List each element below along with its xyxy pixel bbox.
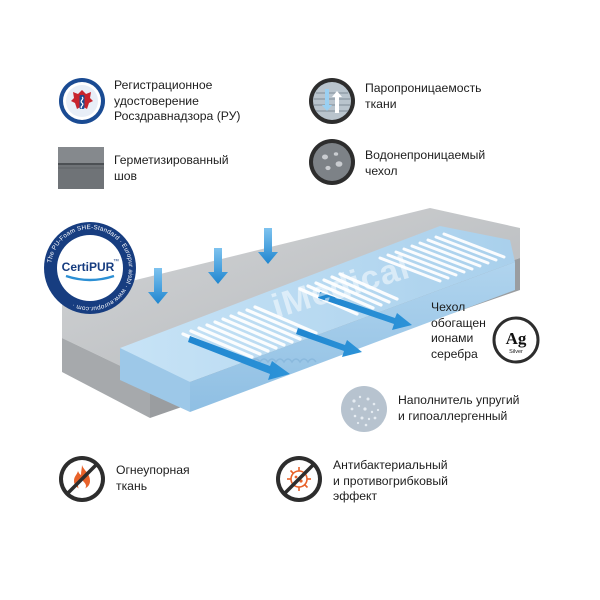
- mattress-cover-front: [62, 338, 150, 418]
- foam-ribs-wave: [243, 358, 317, 364]
- no-bacteria-icon: [275, 455, 323, 503]
- feature-fire: Огнеупорная ткань: [58, 455, 190, 503]
- feature-filler: Наполнитель упругий и гипоаллергенный: [340, 385, 520, 433]
- certipur-logo-text: CertiPUR: [62, 260, 115, 274]
- feature-waterproof: Водонепроницаемый чехол: [308, 138, 485, 186]
- sealed-seam-icon: [57, 144, 105, 189]
- airflow-arrows-down: [148, 228, 278, 304]
- certipur-trademark: ™: [113, 258, 119, 265]
- certipur-badge: The PU-Foam SHE-Standard · Europur aisbl…: [44, 222, 136, 314]
- breathable-fabric-icon: [308, 77, 356, 125]
- foam-texture-icon: [340, 385, 388, 433]
- feature-registration: Регистрационное удостоверение Росздравна…: [58, 77, 240, 125]
- silver-symbol: Ag: [506, 329, 527, 348]
- feature-fire-text: Огнеупорная ткань: [116, 463, 190, 493]
- silver-caption: Silver: [509, 349, 523, 355]
- feature-filler-text: Наполнитель упругий и гипоаллергенный: [398, 393, 520, 423]
- feature-seam-text: Герметизированный шов: [114, 153, 229, 183]
- feature-vapor-text: Паропроницаемость ткани: [365, 81, 482, 111]
- watermark: iMedical: [267, 248, 415, 326]
- feature-silver-text: Чехол обогащен ионами серебра: [431, 300, 486, 361]
- feature-antibacterial: Антибактериальный и противогрибковый эфф…: [275, 455, 448, 505]
- water-drops-icon: [308, 138, 356, 186]
- feature-seam: Герметизированный шов: [57, 144, 229, 189]
- feature-antibacterial-text: Антибактериальный и противогрибковый эфф…: [333, 458, 448, 503]
- feature-vapor: Паропроницаемость ткани: [308, 77, 482, 125]
- feature-silver: Ag Silver Чехол обогащен ионами серебра: [431, 300, 540, 364]
- silver-ag-icon: Ag Silver: [492, 316, 540, 364]
- feature-waterproof-text: Водонепроницаемый чехол: [365, 148, 486, 178]
- feature-registration-text: Регистрационное удостоверение Росздравна…: [114, 78, 241, 123]
- no-fire-icon: [58, 455, 106, 503]
- roszdravnadzor-emblem-icon: [58, 77, 106, 125]
- foam-core-front: [120, 348, 190, 412]
